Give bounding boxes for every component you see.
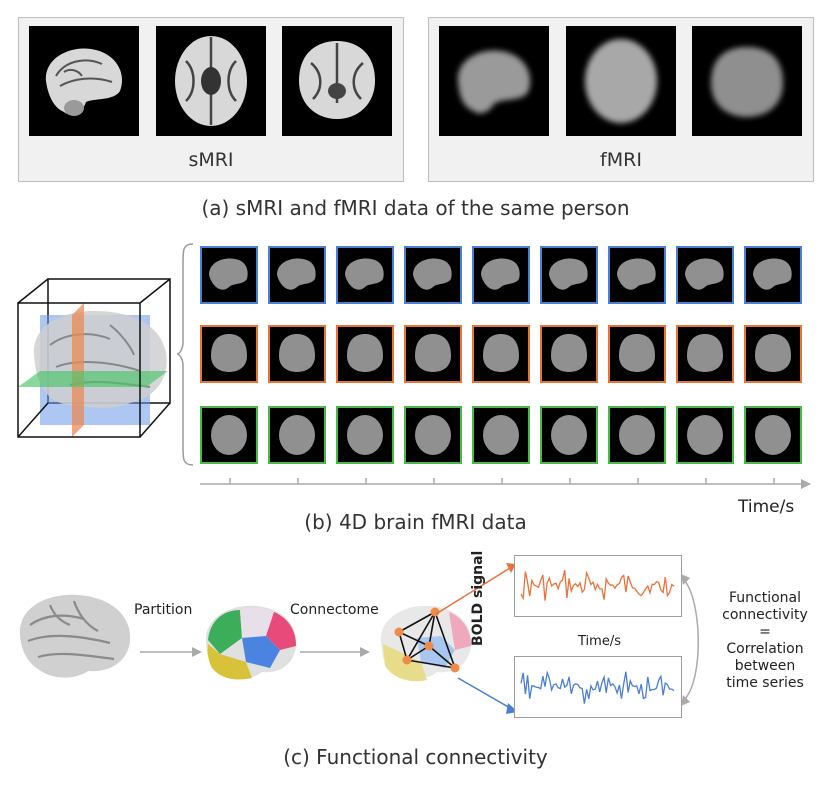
orange-signal-svg (520, 569, 675, 601)
fmri-thumbnail-sagittal (540, 246, 598, 304)
smri-panel: sMRI (18, 17, 404, 182)
fmri-panel: fMRI (428, 17, 814, 182)
fmri-thumbnail-axial (336, 406, 394, 464)
bold-signal-trace (520, 569, 675, 601)
fmri-thumbnail-axial (540, 406, 598, 464)
connectome-brain-image (375, 598, 475, 690)
fmri-thumbnail-axial (472, 406, 530, 464)
fmri-axial-image (566, 26, 676, 136)
fmri-label: fMRI (600, 149, 642, 171)
fc-line: = (759, 624, 771, 640)
curly-brace (175, 242, 195, 467)
fmri-thumbnail-sagittal (744, 246, 802, 304)
fmri-thumbnail-coronal (608, 325, 666, 383)
caption-a: (a) sMRI and fMRI data of the same perso… (201, 196, 630, 220)
time-axis-label: Time/s (738, 497, 795, 517)
bold-signal-label: BOLD signal (470, 550, 486, 646)
signal-time-label: Time/s (578, 634, 621, 649)
blue-signal-svg (520, 670, 675, 704)
arrow-partition (140, 643, 202, 657)
caption-c: (c) Functional connectivity (283, 745, 548, 769)
fmri-coronal-image (692, 26, 802, 136)
fmri-thumbnail-coronal (744, 325, 802, 383)
fmri-thumbnail-axial (744, 406, 802, 464)
smri-coronal-image (282, 26, 392, 136)
fmri-thumbnail-sagittal (200, 246, 258, 304)
thumb-grid-svg (200, 246, 802, 464)
fmri-thumbnail-axial (676, 406, 734, 464)
brain-volume-illustration (10, 275, 180, 455)
functional-connectivity-text: Functional connectivity = Correlation be… (710, 590, 820, 692)
fmri-thumbnail-sagittal (472, 246, 530, 304)
bold-signal-box-orange (514, 555, 682, 617)
parcellated-brain-image (200, 598, 300, 688)
smri-sagittal-image (29, 26, 139, 136)
fmri-thumbnail-sagittal (268, 246, 326, 304)
fmri-thumbnail-sagittal (336, 246, 394, 304)
bold-signal-trace (520, 670, 675, 704)
fc-line: between (734, 658, 796, 674)
connectome-label: Connectome (290, 602, 379, 618)
fmri-thumbnail-coronal (200, 325, 258, 383)
arrow-connectome (300, 643, 370, 657)
fc-line: time series (726, 675, 804, 691)
fmri-thumbnail-axial (200, 406, 258, 464)
whole-brain-image (14, 585, 134, 685)
time-axis (195, 476, 815, 496)
fc-line: Functional (728, 590, 802, 606)
fmri-timeseries-grid (200, 246, 802, 464)
fc-line: Correlation (726, 641, 804, 657)
fmri-sagittal-image (439, 26, 549, 136)
fmri-thumbnail-axial (268, 406, 326, 464)
fmri-thumbnail-sagittal (404, 246, 462, 304)
correlation-arrow (680, 570, 710, 710)
smri-axial-image (156, 26, 266, 136)
fmri-thumbnail-coronal (404, 325, 462, 383)
caption-b: (b) 4D brain fMRI data (304, 510, 527, 534)
fmri-thumbnail-coronal (676, 325, 734, 383)
fmri-thumbnail-axial (404, 406, 462, 464)
fc-line: connectivity (722, 607, 808, 623)
fmri-thumbnail-coronal (336, 325, 394, 383)
fmri-thumbnail-axial (608, 406, 666, 464)
bold-signal-box-blue (514, 656, 682, 718)
fmri-thumbnail-coronal (472, 325, 530, 383)
partition-label: Partition (134, 602, 193, 618)
fmri-thumbnail-coronal (268, 325, 326, 383)
smri-label: sMRI (188, 149, 234, 171)
fmri-thumbnail-sagittal (676, 246, 734, 304)
fmri-thumbnail-sagittal (608, 246, 666, 304)
fmri-thumbnail-coronal (540, 325, 598, 383)
